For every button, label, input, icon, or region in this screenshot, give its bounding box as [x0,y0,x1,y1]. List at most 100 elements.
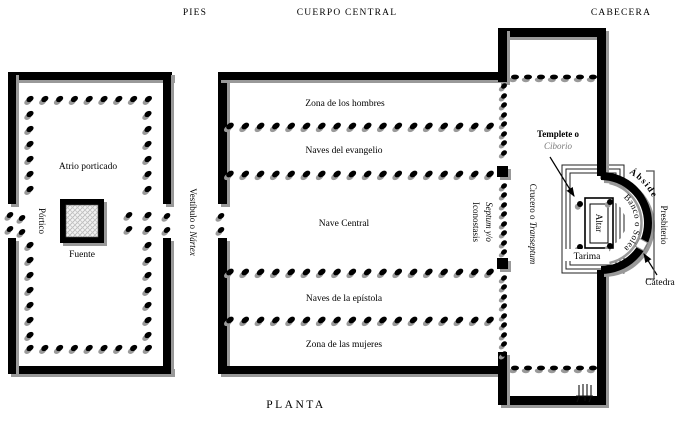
column-dot [498,221,507,230]
narthex-left-wall-lower [163,238,174,377]
column-dot [24,316,34,326]
nave-bottom-wall [218,366,509,377]
column-dot [498,303,507,312]
column-dot [16,229,26,238]
fountain [60,199,107,246]
label-fuente: Fuente [69,250,95,260]
column-dot [331,316,341,327]
column-dot [215,227,225,236]
templete-arrow [549,156,575,198]
column-dot [24,286,34,296]
column-dot [377,316,387,327]
label-naves-evangelio: Naves del evangelio [305,146,382,156]
column-dot [239,316,250,327]
column-dot [98,95,108,105]
column-dot [285,122,295,133]
column-dot [346,122,357,133]
catedra-arrow [643,252,658,276]
column-dot [142,110,152,120]
column-dot [16,215,26,224]
column-dot [468,316,479,327]
tarima-platform [561,164,625,274]
column-dot [127,344,138,354]
column-dot [453,268,464,279]
column-dot [392,268,403,279]
septum-pillar-bottom [497,258,511,272]
column-dot [498,351,507,360]
atrium-bottom-wall [8,366,175,377]
column-dot [534,74,545,83]
banco-text-halo [607,183,642,263]
column-dot [142,155,152,165]
label-cuerpo-central: CUERPO CENTRAL [297,8,397,18]
column-dot [83,95,93,105]
column-dot [24,241,34,251]
column-dot [331,122,341,133]
apse-wall [600,172,652,274]
column-dot [24,155,34,165]
column-dot [361,268,372,279]
column-dot [315,316,326,327]
column-dot [224,316,234,327]
column-dot [24,170,34,180]
column-dot [142,170,152,180]
column-dot [560,74,571,83]
column-dot [453,170,464,181]
column-dot [422,268,433,279]
column-dot [604,199,613,208]
column-dot [346,316,357,327]
catedra-seat [634,237,649,252]
signature-monogram-icon [576,384,593,403]
column-dot [300,316,311,327]
column-dot [498,102,507,111]
column-dot [438,170,448,181]
column-dot [24,140,34,150]
column-dot [239,122,250,133]
column-dot [142,241,152,251]
column-dot [24,125,34,135]
column-dot [498,131,507,140]
column-dot [24,95,34,105]
column-dot [547,74,558,83]
tarima-step [561,164,625,274]
label-zona-hombres: Zona de los hombres [305,99,385,109]
column-dot [361,170,372,181]
label-cabecera: CABECERA [591,8,651,18]
column-dot [498,249,507,258]
narthex-right-wall-lower [218,238,230,377]
column-dot [24,256,34,266]
column-dot [407,170,418,181]
column-dot [586,74,597,83]
column-dot [142,211,152,221]
banco-bench-arc [609,181,643,265]
column-dot [142,316,152,326]
column-dot [392,316,403,327]
column-dot [498,93,507,102]
transept-right-wall-upper [597,28,609,179]
label-septum: Septum y/o [484,202,494,242]
transept-right-wall-lower [597,270,609,408]
transept-bottom-wall [498,396,609,408]
column-dot [300,122,311,133]
column-dot [142,185,152,195]
column-dot [508,365,519,374]
column-dot [98,344,108,354]
column-dot [422,316,433,327]
column-dot [239,170,250,181]
column-dot [39,344,49,354]
column-dot [53,95,64,105]
column-dot [68,95,78,105]
column-dot [484,122,494,133]
column-dot [438,268,448,279]
column-dot [161,213,171,222]
tarima-step [565,168,621,270]
column-dot [422,122,433,133]
column-dot [407,316,418,327]
label-catedra: Cátedra [645,278,675,288]
column-dot [392,170,403,181]
column-dot [498,112,507,121]
column-dot [24,271,34,281]
label-atrio-porticado: Atrio porticado [59,162,118,172]
column-dot [453,316,464,327]
